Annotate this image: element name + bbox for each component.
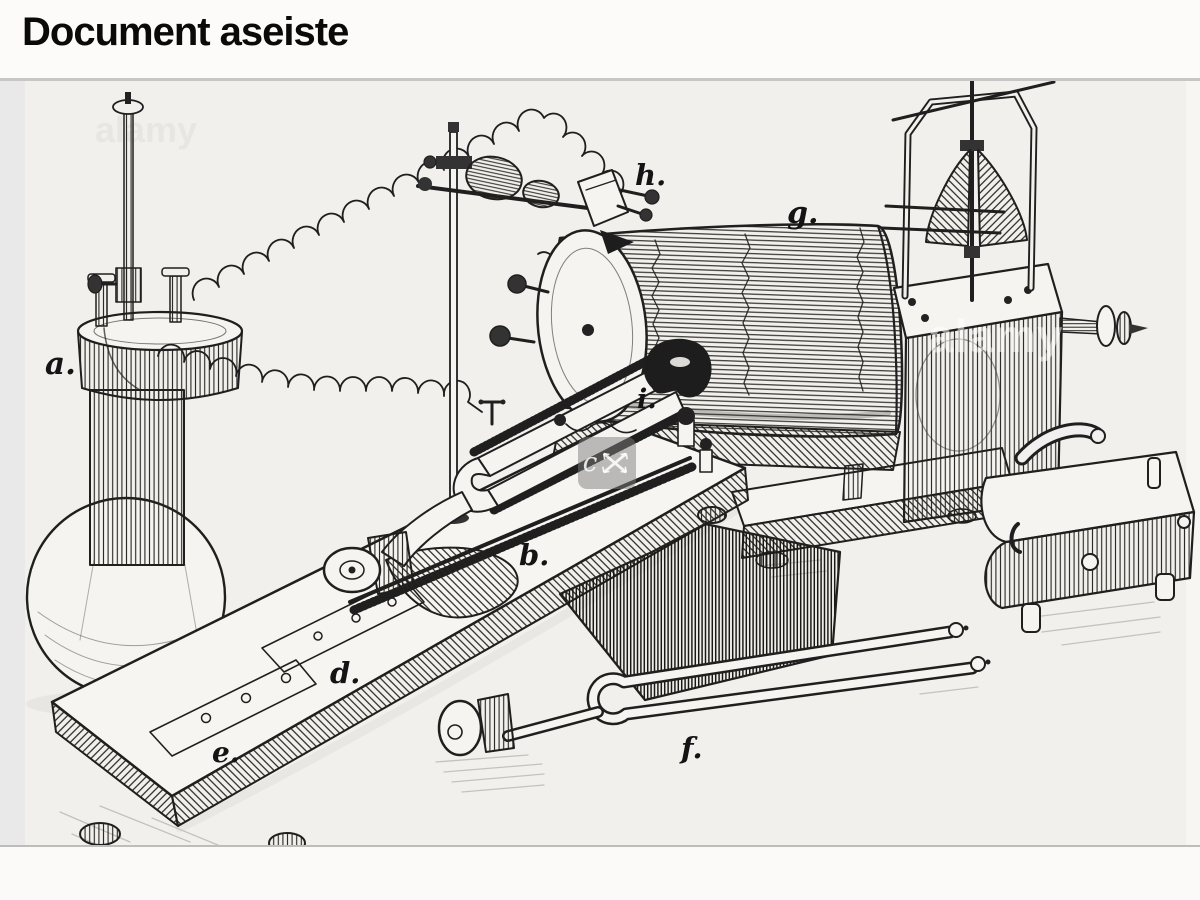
document-footer: [0, 847, 1200, 900]
document-header: Document aseiste: [0, 0, 1200, 78]
binding-post-i: [677, 407, 695, 447]
small-post: [478, 399, 506, 426]
figure-label-h: h.: [635, 158, 667, 192]
figure-label-f: f.: [681, 731, 703, 765]
figure-label-d: d.: [330, 656, 361, 690]
figure-label-e: e.: [212, 736, 240, 769]
figure-canvas: a. b. d. e. f. g. h. i. c alamy alamy: [0, 81, 1200, 845]
right-plinth: [980, 450, 1196, 633]
battery-jar-a: [25, 92, 244, 698]
plate-e: [149, 659, 317, 757]
figure-label-g: g.: [787, 196, 819, 231]
base-board-b: [50, 420, 749, 845]
watermark-ghost-text: alamy: [95, 109, 198, 150]
corner-post: [699, 438, 713, 473]
watermark-brand-text: alamy: [928, 310, 1064, 362]
scan-edge-right: [1186, 81, 1200, 845]
governor-assembly: [880, 81, 1148, 524]
divider-line: [0, 78, 1200, 81]
divider-bottom-line: [0, 845, 1200, 847]
retort-stand: [423, 122, 472, 524]
figure-label-i: i.: [637, 384, 657, 415]
tuning-fork-f: [437, 622, 991, 757]
lever-arm: [322, 338, 713, 619]
watermark-center-glyph: c: [582, 448, 598, 478]
figure-label-b: b.: [519, 538, 550, 572]
coil-lower: [157, 343, 483, 413]
spindle-h-assembly: [416, 155, 660, 254]
engraving-illustration: [25, 81, 1196, 845]
watermark-center-badge: c: [578, 437, 636, 489]
page-title: Document aseiste: [22, 10, 349, 54]
scan-edge-left: [0, 81, 25, 845]
watermark-cross-icon: [602, 452, 629, 474]
figure-label-a: a.: [45, 346, 76, 382]
